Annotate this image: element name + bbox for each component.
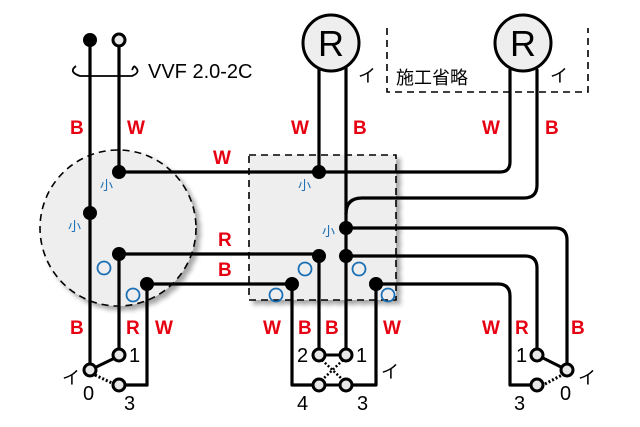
joint-dot [112, 247, 126, 261]
wire-white-bus [117, 68, 512, 174]
label-mid-R: R [218, 230, 232, 251]
connection-dots [83, 32, 383, 291]
lamp-1-symbol: R [318, 23, 344, 64]
lamp-2-terminal-mark: イ [550, 66, 568, 87]
cable-spec-label: VVF 2.0-2C [148, 61, 252, 83]
label-sw3-R: R [515, 318, 529, 339]
sleeve-small-mark: 小 [68, 220, 81, 235]
lamp-1: R イ [301, 13, 376, 87]
joint-dot [312, 165, 326, 179]
source-black-terminal [83, 33, 97, 47]
lamp-1-terminal-mark: イ [358, 66, 376, 87]
wire-lamp2-black [344, 68, 539, 216]
wire-sw2-W-left [290, 282, 321, 387]
sleeve-marks: 小 小 小 小 [68, 179, 396, 303]
sleeve-medium-mark [351, 261, 367, 277]
wire-right-R [344, 254, 539, 357]
sleeve-medium-mark [96, 260, 112, 276]
lamp-2-symbol: R [510, 23, 536, 64]
switch-4way-terminal-4: 4 [297, 393, 308, 415]
label-left-W: W [127, 118, 145, 139]
switch-4way-terminal-2: 2 [297, 345, 308, 367]
label-sw3-W: W [482, 318, 500, 339]
switch-left-3way: イ 0 1 3 [62, 345, 140, 415]
switch-left-terminal-3: 3 [124, 393, 135, 415]
label-mid-B: B [218, 260, 232, 281]
joint-dot [140, 277, 154, 291]
sleeve-small-mark: 小 [322, 225, 335, 240]
switch-4way-terminal-1: 1 [356, 345, 367, 367]
joint-dot [83, 206, 97, 220]
switch-left-common-mark: イ [62, 368, 80, 389]
switch-right-terminal-0: 0 [560, 383, 571, 405]
omitted-label: 施工省略 [396, 68, 468, 89]
switch-4way-terminal-3: 3 [357, 393, 368, 415]
sleeve-medium-mark [297, 261, 313, 277]
label-sw3-B: B [571, 318, 585, 339]
switch-right-terminal-3: 3 [514, 393, 525, 415]
sleeve-small-mark: 小 [100, 179, 113, 194]
switch-4way: 1 2 3 4 イ [297, 345, 399, 415]
label-mid-W: W [213, 148, 231, 169]
switch-right-terminal-1: 1 [516, 345, 527, 367]
sleeve-medium-mark [268, 287, 284, 303]
wire-sw2-W-right [344, 282, 378, 387]
label-sw2-W: W [263, 318, 281, 339]
lamp-2: R イ [493, 13, 568, 87]
cable-twist-icon [71, 65, 139, 77]
joint-dot [339, 249, 353, 263]
switch-right-3way: イ 0 1 3 [514, 345, 596, 415]
sleeve-medium-mark [125, 287, 141, 303]
label-sw1-W: W [155, 318, 173, 339]
label-sw2-B2: B [325, 318, 339, 339]
label-sw2-W2: W [383, 318, 401, 339]
label-sw1-B: B [70, 318, 84, 339]
joint-dot [112, 165, 126, 179]
label-left-B: B [70, 118, 84, 139]
upper-wire-labels: B W W B W B W R B [70, 118, 559, 281]
joint-dot [339, 221, 353, 235]
joint-dot [369, 277, 383, 291]
label-lamp2-W: W [482, 118, 500, 139]
wire-right-switch-B [344, 226, 569, 370]
joint-dot [312, 249, 326, 263]
wire-right-W [374, 282, 539, 387]
joint-dot [285, 277, 299, 291]
switch-left-terminal-0: 0 [83, 383, 94, 405]
label-sw1-R: R [126, 318, 140, 339]
label-sw2-B1: B [298, 318, 312, 339]
switch-left-terminal-1: 1 [129, 345, 140, 367]
label-lamp2-B: B [545, 118, 559, 139]
switch-4way-mark: イ [381, 362, 399, 383]
sleeve-small-mark: 小 [298, 179, 311, 194]
source-white-terminal [111, 32, 127, 48]
wires [88, 38, 569, 387]
switch-right-common-mark: イ [578, 368, 596, 389]
sleeve-medium-mark [380, 287, 396, 303]
label-lamp1-W: W [291, 118, 309, 139]
lower-wire-labels: B R W W B B W W R B [70, 318, 585, 339]
label-lamp1-B: B [353, 118, 367, 139]
